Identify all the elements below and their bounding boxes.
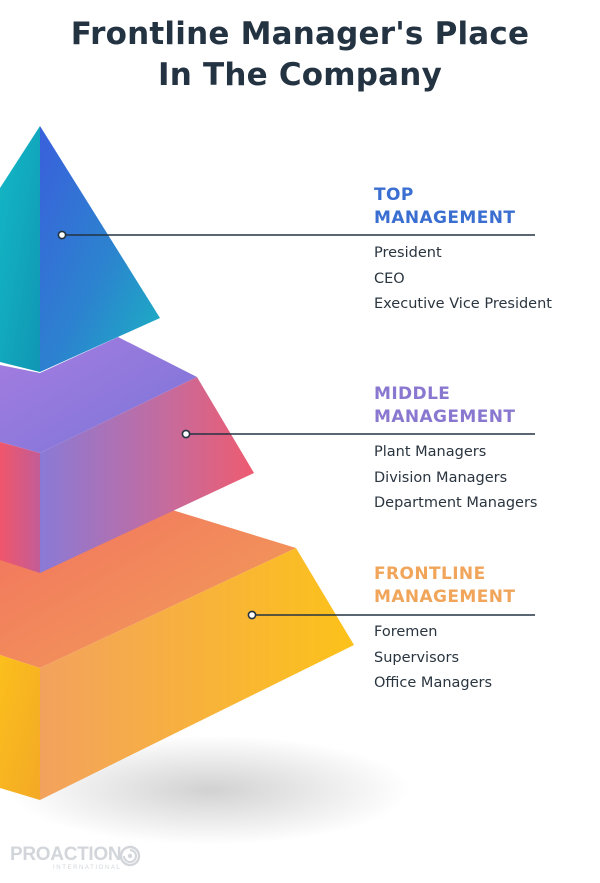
logo-subtitle: INTERNATIONAL	[53, 865, 122, 871]
list-item: President	[374, 245, 442, 261]
tier-middle-heading-line-2: MANAGEMENT	[374, 407, 516, 427]
pyramid-tier-middle	[0, 337, 254, 573]
tier-frontline-heading-line-1: FRONTLINE	[374, 564, 486, 584]
title-line-1: Frontline Manager's Place	[70, 16, 530, 52]
list-item: Office Managers	[374, 675, 493, 691]
tier-top-heading-line-1: TOP	[374, 185, 414, 205]
tier-top-heading: TOP MANAGEMENT	[374, 184, 594, 230]
tier-middle-heading: MIDDLE MANAGEMENT	[374, 383, 594, 429]
tier-middle-items: Plant Managers Division Managers Departm…	[374, 440, 594, 517]
list-item: Plant Managers	[374, 444, 487, 460]
logo-name: PROACTION	[10, 844, 122, 865]
leader-dot-middle	[181, 429, 191, 439]
tier-middle-heading-line-1: MIDDLE	[374, 384, 451, 404]
list-item: Supervisors	[374, 649, 460, 666]
pyramid-tier-top	[0, 126, 160, 372]
list-item: Department Managers	[374, 495, 538, 511]
tier-frontline-items: Foremen Supervisors Office Managers	[374, 620, 594, 697]
list-item: Division Managers	[374, 469, 508, 486]
swirl-logo-icon	[119, 845, 141, 867]
list-item: Executive Vice President	[374, 296, 552, 312]
tier-frontline-management: FRONTLINE MANAGEMENT Foremen Supervisors…	[374, 563, 594, 697]
tier-frontline-heading-line-2: MANAGEMENT	[374, 587, 516, 607]
leader-dot-frontline	[247, 610, 257, 620]
tier-frontline-heading: FRONTLINE MANAGEMENT	[374, 563, 594, 609]
tier-top-heading-line-2: MANAGEMENT	[374, 208, 516, 228]
tier-middle-management: MIDDLE MANAGEMENT Plant Managers Divisio…	[374, 383, 594, 517]
list-item: Foremen	[374, 624, 438, 640]
leader-dot-top	[57, 230, 67, 240]
page-title: Frontline Manager's Place In The Company	[0, 14, 600, 96]
proaction-logo: PROACTION INTERNATIONAL	[10, 844, 210, 880]
tier-top-items: President CEO Executive Vice President	[374, 241, 594, 318]
title-line-2: In The Company	[158, 57, 442, 93]
list-item: CEO	[374, 270, 405, 287]
tier-top-management: TOP MANAGEMENT President CEO Executive V…	[374, 184, 594, 318]
